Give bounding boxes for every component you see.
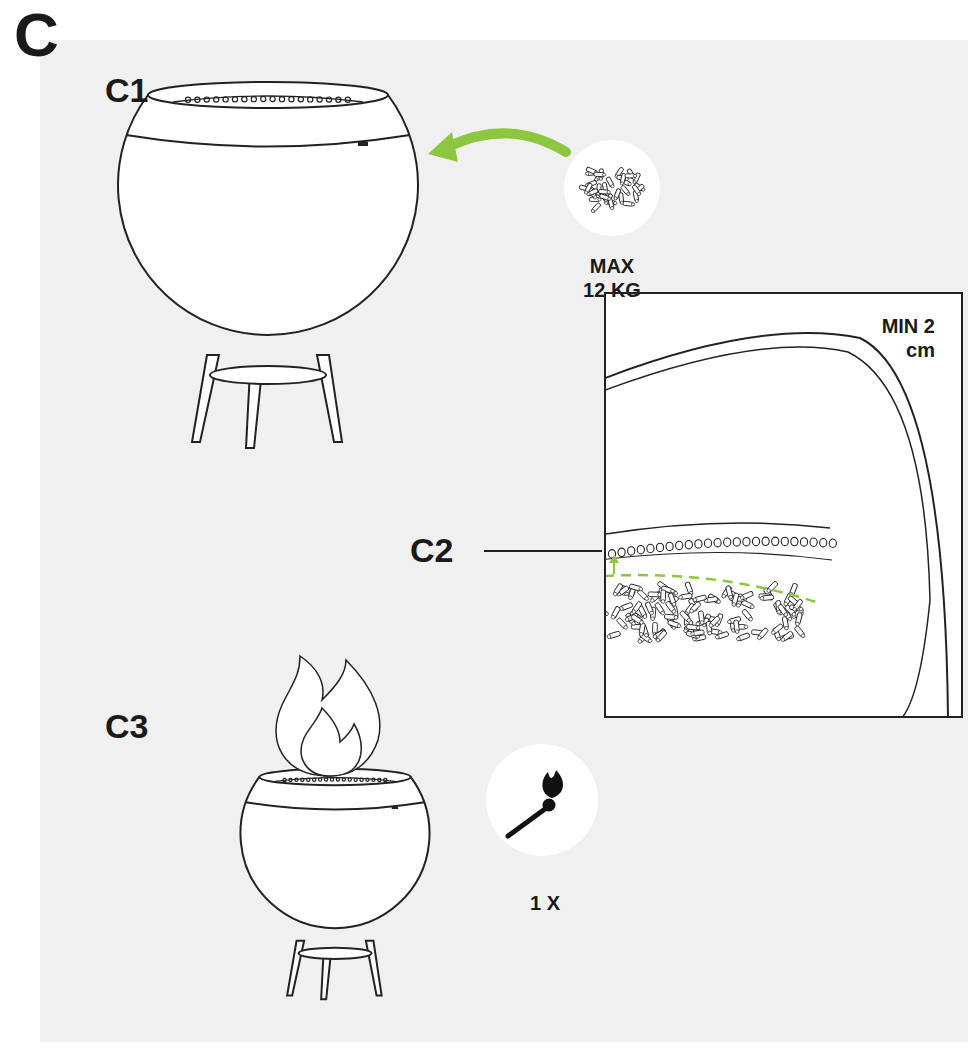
match-icon	[486, 744, 598, 856]
panel-ground	[40, 40, 968, 1042]
inset-ground	[604, 292, 963, 718]
rim-detail	[606, 333, 948, 716]
quantity-note: MAX 12 KG	[577, 254, 647, 302]
pellet-icon	[564, 140, 660, 236]
flame	[276, 656, 380, 776]
step-number: C3	[105, 706, 185, 747]
step-number: C1	[105, 70, 185, 111]
step-number: C2	[410, 530, 482, 571]
fill-arrow	[450, 133, 566, 152]
fire-pit-small	[241, 769, 430, 1000]
section-letter: C	[14, 4, 94, 66]
leader-line	[484, 550, 602, 552]
fire-pit	[118, 82, 418, 448]
fill-arrowhead	[428, 132, 458, 162]
pellets	[579, 167, 646, 214]
dimension-note: MIN 2 cm	[879, 314, 935, 362]
detail-inset: MIN 2 cm	[604, 292, 963, 718]
quantity-note: 1 X	[505, 891, 585, 915]
